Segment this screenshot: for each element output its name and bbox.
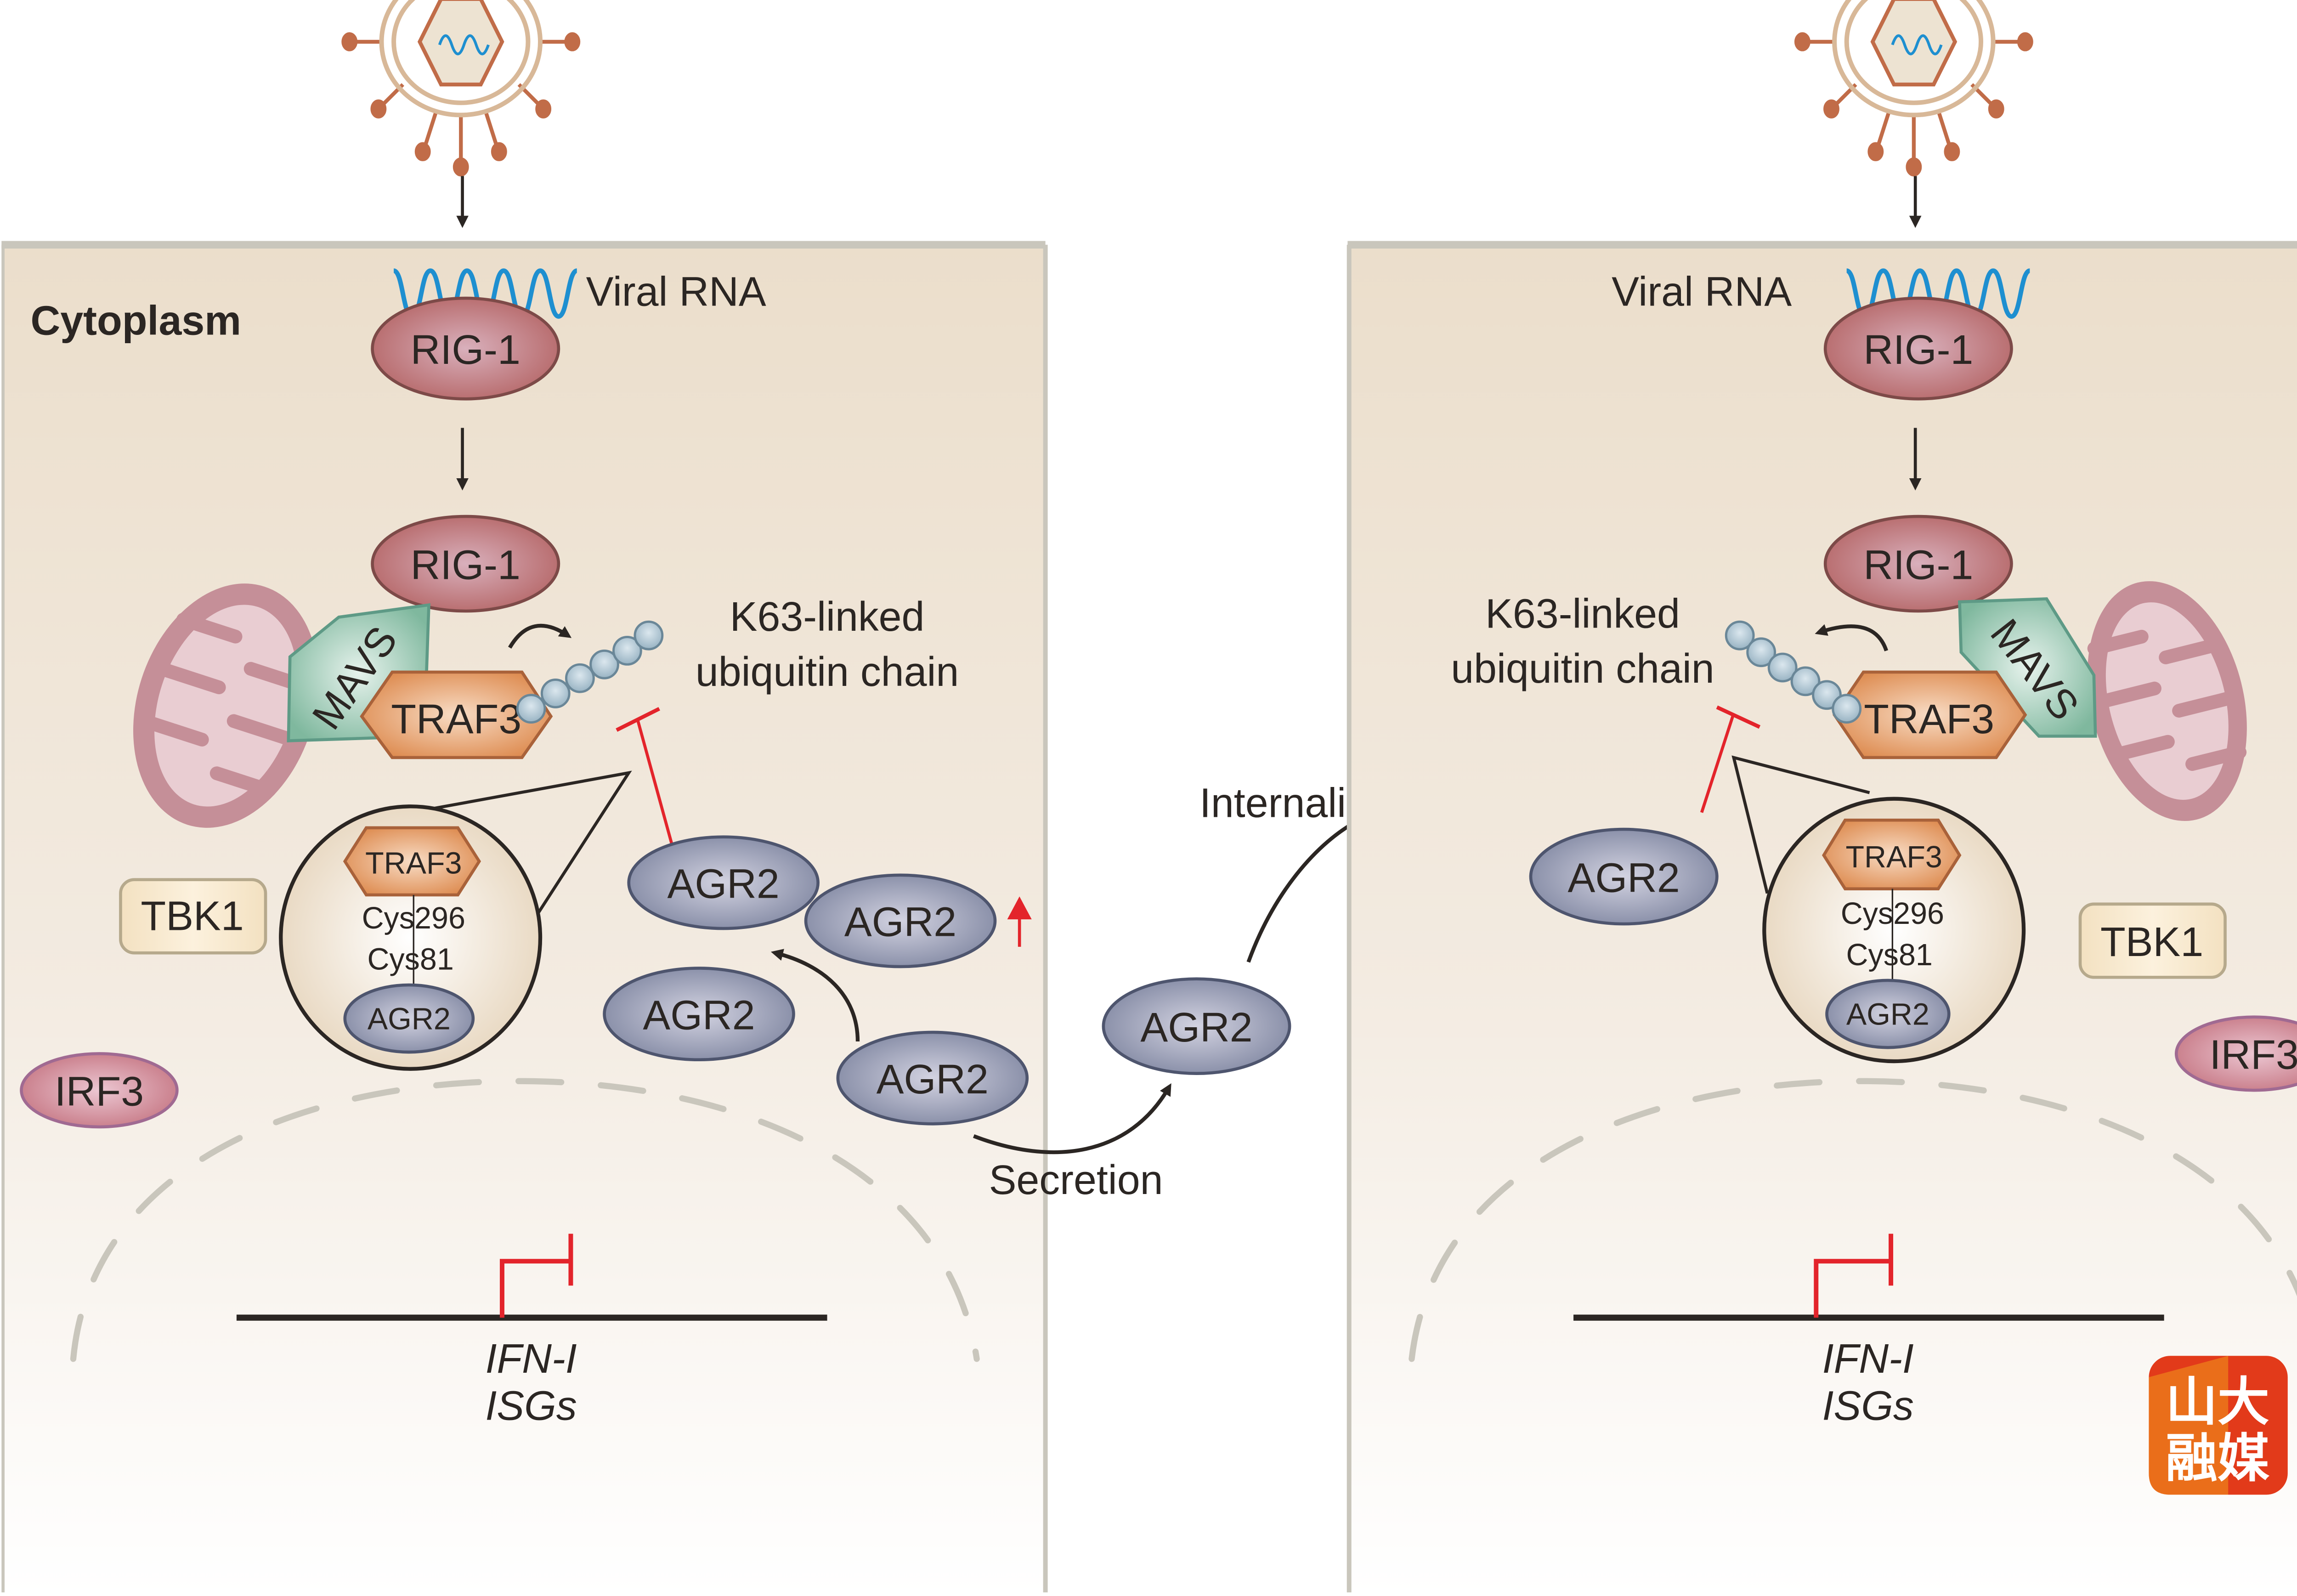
watermark-logo: 山大 融媒 bbox=[2149, 1356, 2288, 1495]
viral-rna-label: Viral RNA bbox=[1612, 269, 1792, 315]
watermark-text-bottom: 融媒 bbox=[2166, 1428, 2270, 1489]
agr2-label: AGR2 bbox=[1140, 1005, 1252, 1051]
agr2-protein: AGR2 bbox=[627, 835, 820, 930]
viral-genome-icon bbox=[438, 34, 490, 56]
secretion-label: Secretion bbox=[989, 1157, 1163, 1203]
viral-rna-label: Viral RNA bbox=[586, 269, 766, 315]
ubiquitin-label-line1: K63-linked bbox=[730, 594, 925, 640]
secretion-arrow bbox=[973, 1083, 1171, 1155]
inset-traf3-label: TRAF3 bbox=[365, 846, 462, 880]
rig1-label: RIG-1 bbox=[1863, 327, 1973, 373]
tbk1-label: TBK1 bbox=[141, 893, 243, 939]
inhibition-line bbox=[1700, 713, 1736, 813]
cys81-label: Cys81 bbox=[367, 943, 453, 977]
promoter-icon bbox=[499, 1259, 570, 1318]
cytoplasm-label: Cytoplasm bbox=[30, 298, 241, 344]
disulfide-inset: TRAF3 Cys296 Cys81 AGR2 bbox=[279, 804, 543, 1071]
agr2-label: AGR2 bbox=[1568, 855, 1680, 901]
traf3-label: TRAF3 bbox=[1864, 696, 1994, 742]
viral-genome-icon bbox=[1891, 34, 1943, 56]
irf3-label: IRF3 bbox=[55, 1069, 144, 1115]
gene-label-isgs: ISGs bbox=[485, 1383, 577, 1429]
cys81-label: Cys81 bbox=[1846, 938, 1933, 972]
rig1-label: RIG-1 bbox=[411, 542, 521, 588]
irf3-label: IRF3 bbox=[2210, 1032, 2297, 1078]
cys296-label: Cys296 bbox=[1841, 897, 1944, 931]
agr2-internalized: AGR2 bbox=[1529, 827, 1719, 926]
ubiquitination-arrow bbox=[1815, 624, 1889, 651]
rig1-activated: RIG-1 bbox=[1823, 515, 2013, 613]
inset-traf3-label: TRAF3 bbox=[1845, 840, 1942, 874]
inset-agr2-label: AGR2 bbox=[1846, 997, 1929, 1031]
cys296-label: Cys296 bbox=[362, 901, 465, 935]
ubiquitin-chain bbox=[516, 620, 664, 724]
mitochondrion-icon bbox=[133, 583, 319, 828]
inset-callout-lines bbox=[369, 770, 632, 920]
ubiquitination-arrow bbox=[508, 623, 572, 649]
mitochondrion-icon bbox=[2087, 581, 2247, 821]
inset-callout-lines bbox=[1731, 755, 1870, 894]
agr2-protein: AGR2 bbox=[804, 873, 997, 968]
upregulation-arrow-icon bbox=[1007, 896, 1032, 947]
ubiquitin-label-line2: ubiquitin chain bbox=[1451, 646, 1714, 692]
inhibition-bar bbox=[1716, 705, 1761, 729]
gene-label-ifn: IFN-I bbox=[1822, 1336, 1914, 1382]
traf3-label: TRAF3 bbox=[391, 696, 521, 742]
traf3-protein: TRAF3 bbox=[360, 670, 553, 759]
agr2-accumulation-arrow bbox=[770, 949, 860, 1041]
nuclear-envelope bbox=[1409, 1078, 2297, 1362]
traf3-protein: TRAF3 bbox=[1833, 670, 2027, 759]
agr2-label: AGR2 bbox=[844, 900, 956, 945]
inset-agr2-label: AGR2 bbox=[368, 1002, 451, 1036]
gene-label-ifn: IFN-I bbox=[485, 1336, 577, 1382]
agr2-label: AGR2 bbox=[877, 1057, 989, 1103]
agr2-secreted: AGR2 bbox=[1102, 977, 1291, 1075]
rig1-label: RIG-1 bbox=[411, 327, 521, 373]
rig1-activated: RIG-1 bbox=[371, 515, 560, 613]
virus-icon bbox=[1794, 0, 2033, 177]
agr2-protein: AGR2 bbox=[603, 967, 795, 1062]
inhibition-line bbox=[636, 720, 673, 843]
agr2-label: AGR2 bbox=[668, 861, 780, 907]
agr2-label: AGR2 bbox=[643, 992, 755, 1038]
ubiquitin-chain bbox=[1725, 620, 1862, 724]
irf3-protein: IRF3 bbox=[20, 1052, 179, 1129]
virus-icon bbox=[341, 0, 581, 177]
tbk1-protein: TBK1 bbox=[119, 878, 267, 955]
disulfide-inset: TRAF3 Cys296 Cys81 AGR2 bbox=[1762, 797, 2026, 1064]
gene-label-isgs: ISGs bbox=[1822, 1383, 1914, 1429]
agr2-protein: AGR2 bbox=[836, 1030, 1029, 1126]
watermark-text-top: 山大 bbox=[2166, 1372, 2269, 1432]
right-cell: Viral RNA RIG-1 RIG-1 MAVS TRAF3 bbox=[1347, 0, 2297, 1596]
rig1-label: RIG-1 bbox=[1863, 542, 1973, 588]
ubiquitin-label-line1: K63-linked bbox=[1485, 591, 1680, 637]
nuclear-envelope bbox=[70, 1078, 980, 1362]
irf3-protein: IRF3 bbox=[2174, 1015, 2297, 1092]
rig1-sensor-top: RIG-1 bbox=[1823, 296, 2013, 401]
tbk1-label: TBK1 bbox=[2100, 919, 2203, 965]
ubiquitin-label-line2: ubiquitin chain bbox=[696, 649, 959, 695]
promoter-icon bbox=[1814, 1259, 1890, 1318]
rig1-sensor-top: RIG-1 bbox=[371, 296, 560, 401]
left-cell: Cytoplasm Viral RNA RIG-1 RIG-1 MAVS bbox=[1, 0, 1048, 1596]
inhibition-bar bbox=[616, 707, 660, 732]
tbk1-protein: TBK1 bbox=[2078, 902, 2227, 979]
